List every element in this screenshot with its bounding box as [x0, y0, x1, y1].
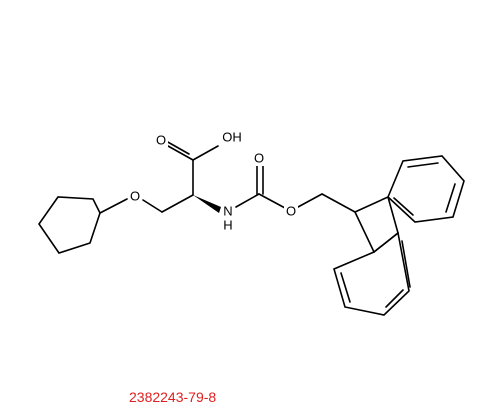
bond-carboxyl-oh	[192, 145, 219, 161]
cas-number: 2382243-79-8	[129, 389, 216, 405]
bond-carboxyl-double-2	[165, 140, 190, 155]
bond-ether-o-ch2	[142, 199, 163, 213]
bond-cyclopentyl-ether-o	[99, 198, 128, 214]
fluorene-five-ring	[354, 196, 399, 253]
label-acid-oh: OH	[222, 130, 242, 145]
bond-n-carbamate-c	[235, 193, 260, 208]
bond-ester-o-ch2	[297, 193, 323, 208]
label-carbamate-carbonyl-o: O	[254, 151, 264, 166]
label-amide-n: N	[223, 204, 232, 219]
label-carbamate-ester-o: O	[286, 204, 296, 219]
fluorene-upper-benzene-ring	[387, 155, 465, 223]
bond-carboxyl-double-1	[167, 145, 194, 161]
wedge-bond-alpha-nitrogen	[193, 195, 221, 213]
label-acid-carbonyl-o: O	[156, 133, 166, 148]
cyclopentyl-ring	[38, 196, 101, 254]
label-amide-h: H	[223, 218, 232, 233]
bond-ch2-alpha-carbon	[161, 194, 194, 213]
label-ether-o: O	[130, 189, 140, 204]
fluorene-lower-benzene-ring	[333, 232, 411, 316]
bond-carbamate-ester-o	[258, 193, 286, 209]
bond-ch2-fluorenyl	[321, 193, 356, 213]
